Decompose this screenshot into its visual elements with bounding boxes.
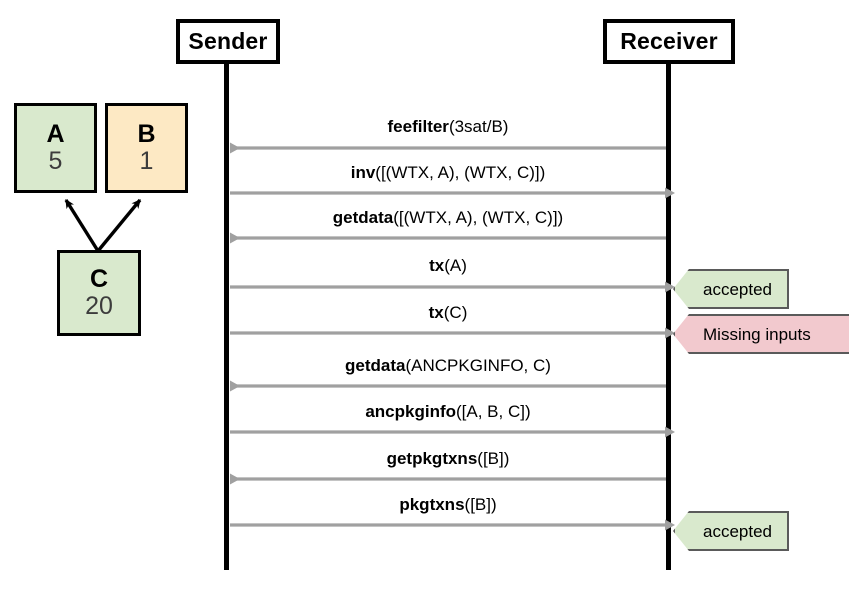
status-badge-missing-inputs-tx-c-label: Missing inputs	[703, 324, 811, 344]
participant-sender-label: Sender	[188, 28, 268, 54]
message-3-command: getdata	[332, 208, 394, 227]
message-8-args: ([B])	[477, 449, 510, 468]
message-label-5: tx(C)	[230, 304, 666, 321]
transaction-a-name: A	[46, 119, 65, 148]
message-1-command: feefilter	[387, 117, 449, 136]
message-4-command: tx	[429, 256, 445, 275]
message-5-command: tx	[428, 303, 444, 322]
message-4-args: (A)	[444, 256, 467, 275]
transaction-b-value: 1	[139, 146, 154, 175]
status-badge-accepted-tx-a-label: accepted	[703, 279, 772, 299]
message-label-7: ancpkginfo([A, B, C])	[230, 403, 666, 420]
message-2-args: ([(WTX, A), (WTX, C)])	[375, 163, 546, 182]
transaction-c-value: 20	[85, 291, 113, 320]
message-label-3: getdata([(WTX, A), (WTX, C)])	[230, 209, 666, 226]
status-badge-accepted-tx-a: accepted	[673, 269, 789, 309]
status-badge-accepted-pkgtxns: accepted	[673, 511, 789, 551]
transaction-b-name: B	[137, 119, 156, 148]
message-label-9: pkgtxns([B])	[230, 496, 666, 513]
transaction-a-value: 5	[48, 146, 63, 175]
message-7-args: ([A, B, C])	[456, 402, 531, 421]
message-8-command: getpkgtxns	[386, 449, 478, 468]
tx-edge-c-to-a	[64, 198, 100, 252]
message-9-args: ([B])	[464, 495, 497, 514]
message-label-8: getpkgtxns([B])	[230, 450, 666, 467]
message-label-1: feefilter(3sat/B)	[230, 118, 666, 135]
tx-edge-c-to-b	[96, 198, 142, 253]
message-1-args: (3sat/B)	[448, 117, 509, 136]
transaction-box-b[interactable]: B 1	[105, 103, 188, 193]
message-label-4: tx(A)	[230, 257, 666, 274]
message-6-command: getdata	[345, 356, 406, 375]
status-badge-accepted-pkgtxns-label: accepted	[703, 521, 772, 541]
message-6-args: (ANCPKGINFO, C)	[405, 356, 551, 375]
message-label-6: getdata(ANCPKGINFO, C)	[230, 357, 666, 374]
transaction-c-name: C	[89, 264, 109, 293]
message-2-command: inv	[350, 163, 376, 182]
message-5-args: (C)	[443, 303, 468, 322]
message-label-2: inv([(WTX, A), (WTX, C)])	[230, 164, 666, 181]
transaction-box-a[interactable]: A 5	[14, 103, 97, 193]
status-badge-missing-inputs-tx-c: Missing inputs	[673, 314, 849, 354]
transaction-box-c[interactable]: C 20	[57, 250, 141, 336]
message-9-command: pkgtxns	[399, 495, 465, 514]
participant-sender[interactable]: Sender	[176, 19, 280, 64]
message-7-command: ancpkginfo	[365, 402, 457, 421]
message-3-args: ([(WTX, A), (WTX, C)])	[393, 208, 564, 227]
participant-receiver-label: Receiver	[620, 28, 718, 54]
participant-receiver[interactable]: Receiver	[603, 19, 735, 64]
